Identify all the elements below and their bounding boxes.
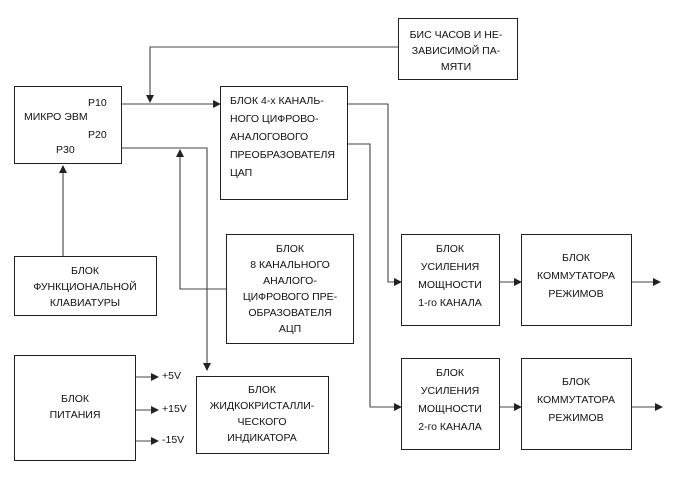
port-p30-label: P30 [56, 144, 75, 156]
clock-line-1: БИС ЧАСОВ И НЕ- [409, 29, 503, 41]
voltage-plus5v-label: +5V [162, 370, 181, 382]
lcd-line-2: ЖИДКОКРИСТАЛЛИ- [209, 400, 315, 412]
comm1-block: БЛОК КОММУТАТОРА РЕЖИМОВ [521, 234, 632, 326]
power-block: БЛОК ПИТАНИЯ [14, 355, 136, 461]
lcd-line-4: ИНДИКАТОРА [227, 432, 297, 444]
keyboard-line-1: БЛОК [70, 265, 100, 277]
wire-micro-to-lcd [122, 147, 211, 371]
dac-block: БЛОК 4-х КАНАЛЬ- НОГО ЦИФРОВО- АНАЛОГОВО… [220, 86, 348, 200]
adc-line-5: ОБРАЗОВАТЕЛЯ [248, 307, 332, 319]
lcd-line-3: ЧЕСКОГО [237, 416, 287, 428]
comm2-line-1: БЛОК [561, 376, 591, 388]
adc-line-3: АНАЛОГО- [263, 275, 317, 287]
clock-line-2: ЗАВИСИМОЙ ПА- [411, 45, 501, 57]
comm1-line-3: РЕЖИМОВ [548, 288, 604, 300]
wire-dac-to-amp1 [348, 103, 402, 286]
power-line-1: БЛОК [60, 393, 90, 405]
amp1-line-1: БЛОК [435, 243, 465, 255]
comm2-line-3: РЕЖИМОВ [548, 412, 604, 424]
amp2-line-2: УСИЛЕНИЯ [420, 385, 480, 397]
keyboard-line-2: ФУНКЦИОНАЛЬНОЙ [33, 281, 137, 293]
power-line-2: ПИТАНИЯ [49, 409, 101, 421]
wire-dac-to-amp2 [348, 143, 402, 411]
micro-evm-label: МИКРО ЭВМ [24, 111, 88, 123]
clock-memory-block: БИС ЧАСОВ И НЕ- ЗАВИСИМОЙ ПА- МЯТИ [398, 18, 518, 80]
port-p10-label: P10 [88, 97, 107, 109]
amp1-line-4: 1-го КАНАЛА [418, 297, 482, 309]
amp1-line-2: УСИЛЕНИЯ [420, 261, 480, 273]
adc-line-2: 8 КАНАЛЬНОГО [250, 259, 330, 271]
dac-line-5: ЦАП [230, 167, 253, 179]
lcd-block: БЛОК ЖИДКОКРИСТАЛЛИ- ЧЕСКОГО ИНДИКАТОРА [196, 376, 329, 454]
amp1-line-3: МОЩНОСТИ [418, 279, 482, 291]
clock-line-3: МЯТИ [440, 61, 472, 73]
adc-line-1: БЛОК [275, 243, 305, 255]
wire-adc-to-micro [176, 149, 226, 290]
comm1-line-1: БЛОК [561, 252, 591, 264]
amp2-line-4: 2-го КАНАЛА [418, 421, 482, 433]
lcd-line-1: БЛОК [247, 384, 277, 396]
dac-line-3: АНАЛОГОВОГО [230, 131, 309, 143]
amp2-line-3: МОЩНОСТИ [418, 403, 482, 415]
wire-clock-to-micro [146, 46, 398, 103]
keyboard-block: БЛОК ФУНКЦИОНАЛЬНОЙ КЛАВИАТУРЫ [14, 256, 157, 316]
amp2-line-1: БЛОК [435, 367, 465, 379]
dac-line-1: БЛОК 4-х КАНАЛЬ- [230, 95, 324, 107]
keyboard-line-3: КЛАВИАТУРЫ [49, 297, 121, 309]
comm2-block: БЛОК КОММУТАТОРА РЕЖИМОВ [521, 358, 632, 450]
dac-line-2: НОГО ЦИФРОВО- [230, 113, 319, 125]
adc-line-6: АЦП [278, 323, 302, 335]
port-p20-label: P20 [88, 129, 107, 141]
adc-line-4: ЦИФРОВОГО ПРЕ- [242, 291, 338, 303]
amp2-block: БЛОК УСИЛЕНИЯ МОЩНОСТИ 2-го КАНАЛА [401, 358, 500, 450]
comm2-line-2: КОММУТАТОРА [537, 394, 615, 406]
amp1-block: БЛОК УСИЛЕНИЯ МОЩНОСТИ 1-го КАНАЛА [401, 234, 500, 326]
voltage-minus15v-label: -15V [162, 434, 185, 446]
dac-line-4: ПРЕОБРАЗОВАТЕЛЯ [230, 149, 335, 161]
adc-block: БЛОК 8 КАНАЛЬНОГО АНАЛОГО- ЦИФРОВОГО ПРЕ… [226, 234, 354, 344]
voltage-plus15v-label: +15V [162, 403, 187, 415]
comm1-line-2: КОММУТАТОРА [537, 270, 615, 282]
micro-evm-block: МИКРО ЭВМ P10 P20 P30 [14, 86, 122, 164]
